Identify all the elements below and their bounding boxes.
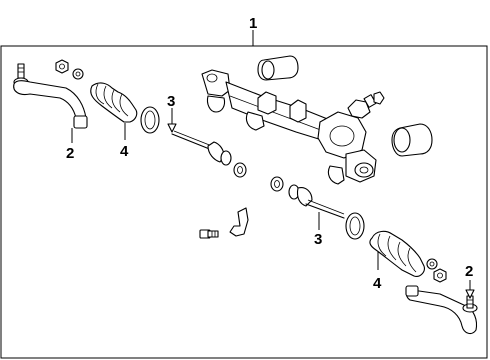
callout-left-inner-tie-rod: 3 — [167, 93, 175, 110]
right-nut — [433, 268, 447, 283]
leader-arrow-left-inner-tie-rod — [167, 123, 177, 133]
diagram-frame — [0, 45, 488, 359]
right-clip — [426, 258, 438, 270]
callout-right-tie-rod-end: 2 — [465, 263, 473, 280]
mounting-bushing-right — [391, 123, 433, 157]
right-boot — [369, 230, 425, 277]
leader-arrow-right-tie-rod-end — [465, 289, 475, 299]
left-boot-clamp — [140, 106, 160, 134]
mounting-bushing-upper — [257, 55, 299, 81]
callout-right-inner-tie-rod: 3 — [314, 231, 322, 248]
steering-gear-housing — [201, 69, 385, 185]
right-boot-clamp — [345, 212, 365, 240]
callout-right-boot: 4 — [373, 275, 382, 292]
callout-assembly: 1 — [249, 15, 257, 32]
left-clip — [72, 68, 84, 80]
callout-left-tie-rod-end: 2 — [66, 145, 74, 162]
right-lock-washer — [270, 176, 284, 192]
bracket-bolt — [199, 229, 219, 239]
right-tie-rod-end — [405, 285, 478, 335]
right-inner-tie-rod — [288, 184, 345, 219]
left-boot — [90, 82, 138, 123]
mounting-bracket — [229, 207, 249, 237]
left-tie-rod-end — [13, 63, 88, 129]
left-nut — [55, 59, 69, 74]
left-inner-tie-rod — [171, 130, 232, 166]
callout-left-boot: 4 — [120, 143, 129, 160]
lock-washer — [233, 162, 247, 178]
